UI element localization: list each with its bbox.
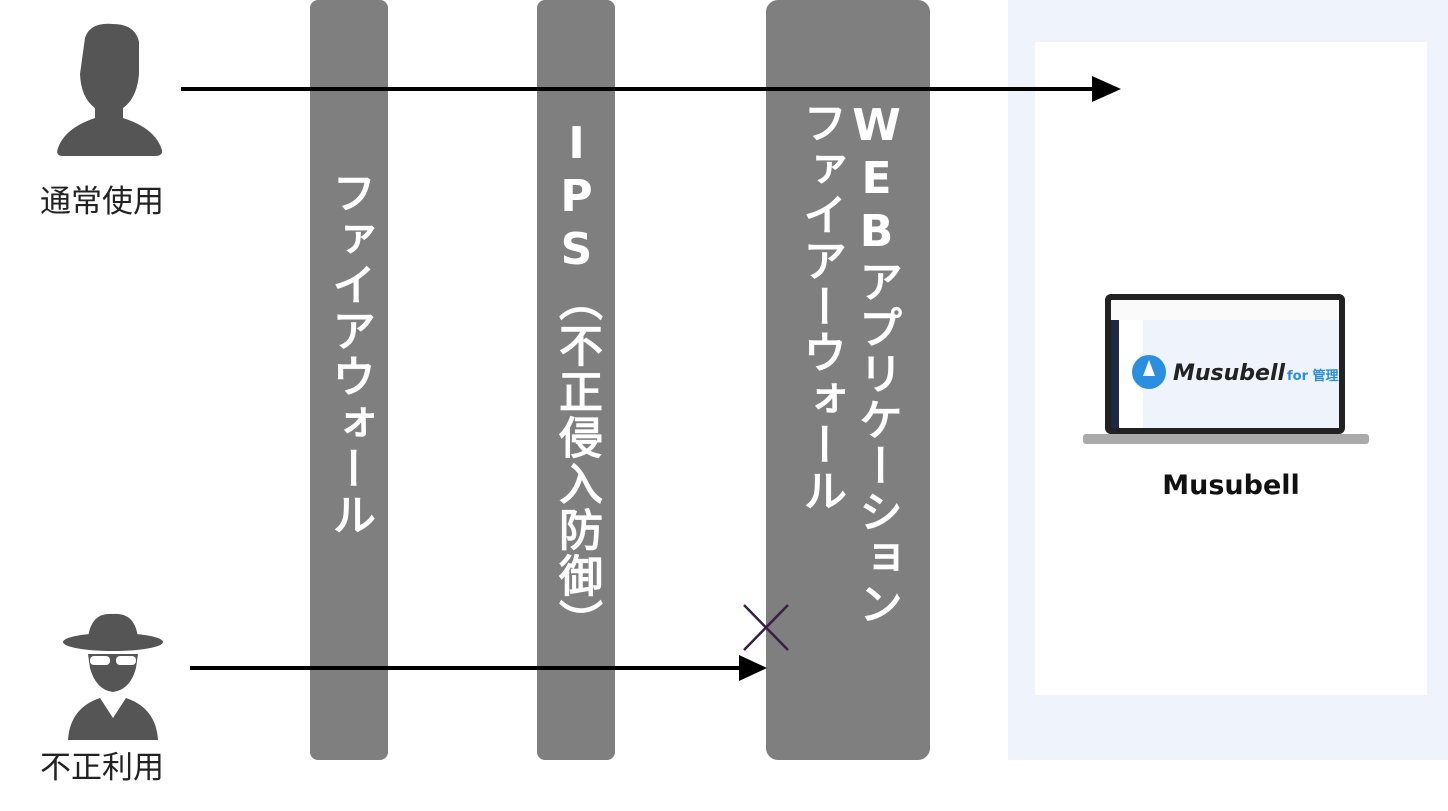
user-icon [57,23,163,157]
waf-label-line2: ファイアーウォール [795,100,846,514]
logo-text: Musubell [1173,361,1286,386]
waf-layer: ファイアーウォール WEBアプリケーション [766,0,930,760]
malicious-use-label: 不正利用 [40,750,164,786]
normal-use-label: 通常使用 [40,184,164,220]
laptop-icon: Musubell for 管理 [1083,294,1369,444]
musubell-panel: Musubell for 管理 Musubell [1008,0,1448,760]
musubell-box: Musubell for 管理 Musubell [1035,42,1427,695]
blocked-x-icon [743,604,789,651]
malicious-arrow [190,655,767,681]
firewall-label: ファイアウォール [324,170,375,538]
spy-icon [63,613,163,740]
firewall-layer: ファイアウォール [310,0,388,760]
ips-layer: IPS（不正侵入防御） [537,0,615,760]
normal-arrow [181,76,1121,102]
waf-label-line1: WEBアプリケーション [851,100,902,627]
ips-label: IPS（不正侵入防御） [551,118,602,645]
logo-suffix: for 管理 [1287,368,1339,384]
target-name: Musubell [1162,470,1300,501]
